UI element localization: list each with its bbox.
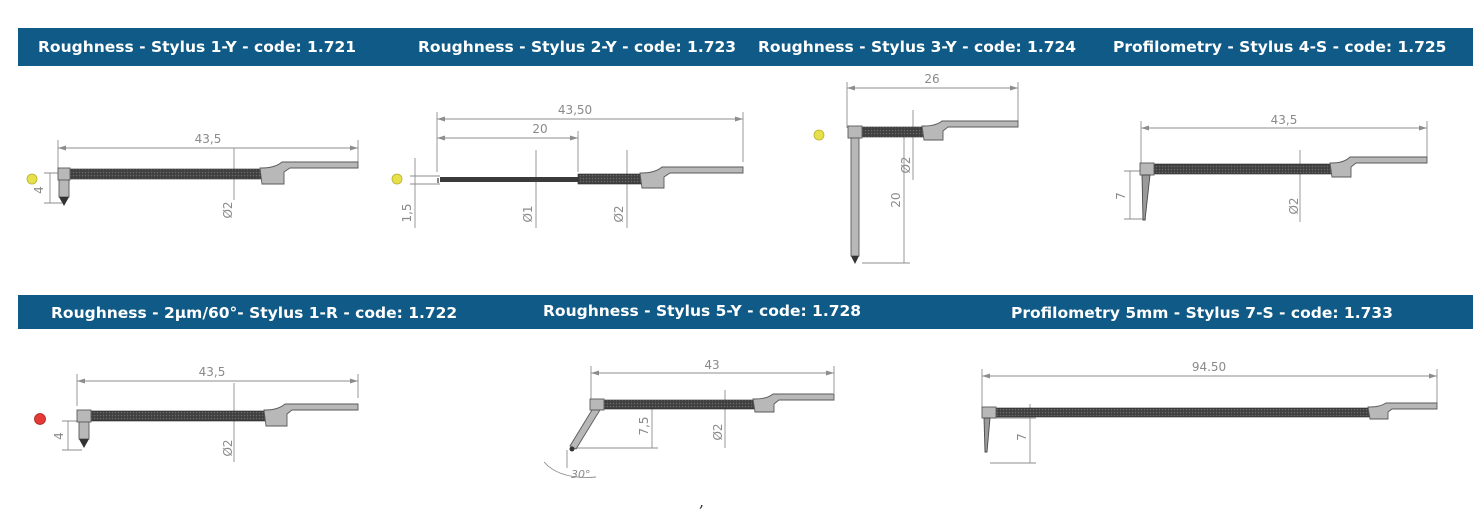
title-stylus-7s: Profilometry 5mm - Stylus 7-S - code: 1.… [1011,304,1393,322]
dim-angle: 30° [571,468,591,481]
header-band-top [18,28,1473,66]
dim-diameter: Ø2 [899,156,913,173]
drawing-stylus-7s: 94.50 7 [981,360,1438,464]
dim-length: 94.50 [1192,360,1226,374]
title-stylus-3y: Roughness - Stylus 3-Y - code: 1.724 [758,38,1077,56]
drawing-stylus-4s: 43,5 7 Ø2 [1114,113,1428,222]
title-stylus-1y: Roughness - Stylus 1-Y - code: 1.721 [38,38,357,56]
dim-height: 1,5 [400,203,414,222]
dim-height: 7 [1114,192,1128,200]
drawing-stylus-5y: 43 7,5 Ø2 30° [543,358,835,481]
drawing-stylus-1y: 43,5 4 Ø2 [26,132,359,219]
yellow-dot [391,173,403,185]
yellow-dot [26,173,38,185]
header-band-bottom [18,295,1473,329]
dim-height: 20 [889,192,903,207]
dim-diameter: Ø2 [1287,197,1301,214]
dim-length: 43,5 [195,132,222,146]
dim-length: 43,50 [558,103,592,117]
red-dot [34,413,46,425]
dim-height: 7 [1015,433,1029,441]
yellow-dot [813,129,825,141]
dim-height: 4 [52,432,66,440]
dim-diameter: Ø2 [221,201,235,218]
drawing-stylus-3y: 26 20 Ø2 [813,72,1019,264]
dim-height: 4 [32,186,46,194]
title-stylus-4s: Profilometry - Stylus 4-S - code: 1.725 [1113,38,1447,56]
dim-inner: 20 [532,122,547,136]
dim-length: 26 [924,72,939,86]
title-stylus-2y: Roughness - Stylus 2-Y - code: 1.723 [418,38,737,56]
dim-diameter: Ø2 [711,423,725,440]
dim-height: 7,5 [637,416,651,435]
stray-comma: , [699,492,705,511]
dim-tip-diameter: Ø1 [521,205,535,222]
dim-diameter: Ø2 [221,439,235,456]
title-stylus-1r: Roughness - 2µm/60°- Stylus 1-R - code: … [51,304,458,322]
dim-diameter: Ø2 [612,205,626,222]
dim-length: 43,5 [1271,113,1298,127]
title-stylus-5y: Roughness - Stylus 5-Y - code: 1.728 [543,302,862,320]
dim-length: 43,5 [199,365,226,379]
drawing-stylus-1r: 43,5 4 Ø2 [34,365,359,462]
drawing-stylus-2y: 43,50 20 1,5 Ø1 Ø2 [391,103,744,228]
dim-length: 43 [704,358,719,372]
